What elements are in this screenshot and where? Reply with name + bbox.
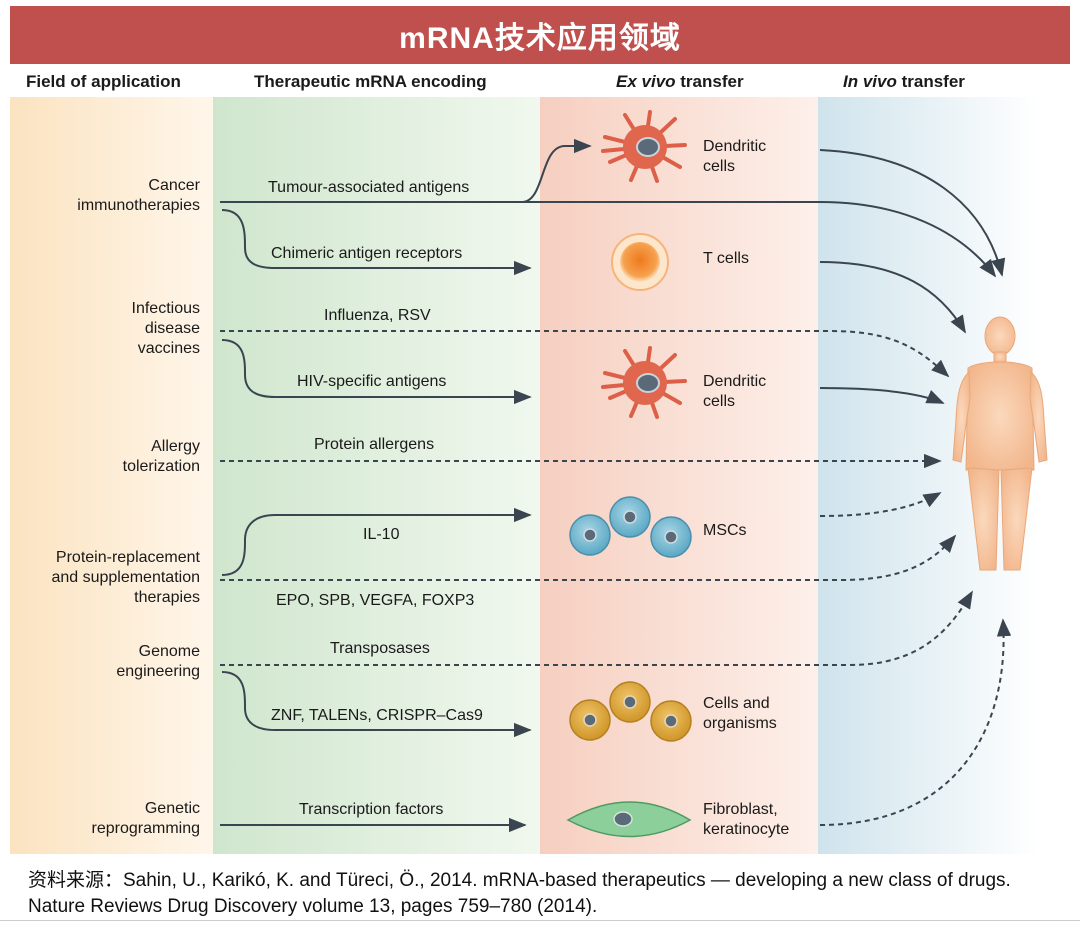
field-band bbox=[10, 97, 213, 854]
field-protein-line1: Protein-replacement bbox=[55, 549, 200, 566]
header-invivo: In vivo transfer bbox=[843, 72, 965, 92]
arrow-flu bbox=[220, 330, 950, 378]
cell-fibro-line1: Fibroblast, bbox=[703, 801, 778, 818]
cell-mscs: MSCs bbox=[703, 522, 747, 539]
encoding-band bbox=[213, 97, 540, 854]
field-genome-line1: Genome bbox=[138, 643, 200, 660]
arrow-znf bbox=[221, 671, 532, 738]
arrow-car bbox=[221, 209, 532, 276]
cell-organisms-line1: Cells and bbox=[703, 695, 770, 712]
exvivo-band bbox=[540, 97, 818, 854]
cell-organisms-line2: organisms bbox=[703, 715, 777, 732]
arrow-transposases bbox=[220, 590, 973, 666]
encoding-taa: Tumour-associated antigens bbox=[268, 179, 470, 196]
arrow-fibro-body bbox=[819, 618, 1012, 826]
field-cancer-line2: immunotherapies bbox=[77, 197, 200, 214]
encoding-transposases: Transposases bbox=[330, 640, 430, 657]
arrow-hiv bbox=[221, 339, 532, 405]
arrow-mscs-body bbox=[819, 492, 942, 517]
header-invivo-rest: transfer bbox=[896, 72, 965, 91]
arrow-dendritic2-body bbox=[819, 387, 945, 404]
cell-dendritic2-line2: cells bbox=[703, 393, 736, 410]
cell-tcells: T cells bbox=[703, 250, 749, 267]
field-genome-line2: engineering bbox=[116, 663, 200, 680]
field-infectious-line1: Infectious bbox=[131, 300, 200, 317]
encoding-il10: IL-10 bbox=[363, 526, 400, 543]
field-infectious-line3: vaccines bbox=[137, 340, 200, 357]
field-allergy-line2: tolerization bbox=[122, 458, 200, 475]
field-genetic-line2: reprogramming bbox=[91, 820, 200, 837]
encoding-hiv: HIV-specific antigens bbox=[297, 373, 447, 390]
dendritic-cell-icon bbox=[601, 110, 687, 183]
cell-dendritic1-line2: cells bbox=[703, 158, 736, 175]
arrow-il10 bbox=[221, 507, 532, 576]
field-cancer-line1: Cancer bbox=[148, 177, 200, 194]
field-protein-line3: therapies bbox=[134, 589, 200, 606]
encoding-allergens: Protein allergens bbox=[314, 436, 435, 453]
arrow-tcells-body bbox=[819, 261, 966, 334]
header-invivo-em: In vivo bbox=[843, 72, 897, 91]
header-field: Field of application bbox=[26, 72, 181, 91]
encoding-flu: Influenza, RSV bbox=[324, 307, 431, 324]
fibroblast-icon bbox=[566, 801, 692, 838]
header-exvivo: Ex vivo transfer bbox=[616, 72, 744, 92]
arrow-dendritic1-body bbox=[819, 149, 1006, 277]
source-citation: 资料来源：Sahin, U., Karikó, K. and Türeci, Ö… bbox=[28, 870, 1011, 917]
cell-dendritic2-line1: Dendritic bbox=[703, 373, 767, 390]
encoding-znf: ZNF, TALENs, CRISPR–Cas9 bbox=[271, 707, 483, 724]
human-body-icon bbox=[952, 316, 1048, 571]
cell-fibro-line2: keratinocyte bbox=[703, 821, 790, 838]
field-infectious-line2: disease bbox=[144, 320, 200, 337]
encoding-epo: EPO, SPB, VEGFA, FOXP3 bbox=[276, 592, 475, 609]
arrow-taa-dendritic bbox=[521, 138, 592, 203]
bottom-divider bbox=[0, 920, 1080, 921]
field-genetic-line1: Genetic bbox=[144, 800, 200, 817]
header-encoding: Therapeutic mRNA encoding bbox=[254, 72, 487, 91]
encoding-car: Chimeric antigen receptors bbox=[271, 245, 463, 262]
page-title: mRNA技术应用领域 bbox=[10, 6, 1070, 64]
field-allergy-line1: Allergy bbox=[151, 438, 200, 455]
arrow-taa-invivo bbox=[220, 201, 997, 278]
header-exvivo-em: Ex vivo bbox=[616, 72, 676, 91]
header-exvivo-rest: transfer bbox=[675, 72, 744, 91]
arrow-epo bbox=[220, 534, 957, 581]
cell-dendritic1-line1: Dendritic bbox=[703, 138, 767, 155]
field-protein-line2: and supplementation bbox=[51, 569, 200, 586]
t-cell-icon bbox=[611, 233, 669, 291]
dendritic-cell-icon bbox=[601, 346, 687, 419]
encoding-tf: Transcription factors bbox=[299, 801, 444, 818]
organism-cells-icon bbox=[569, 681, 692, 742]
msc-cells-icon bbox=[569, 496, 692, 558]
